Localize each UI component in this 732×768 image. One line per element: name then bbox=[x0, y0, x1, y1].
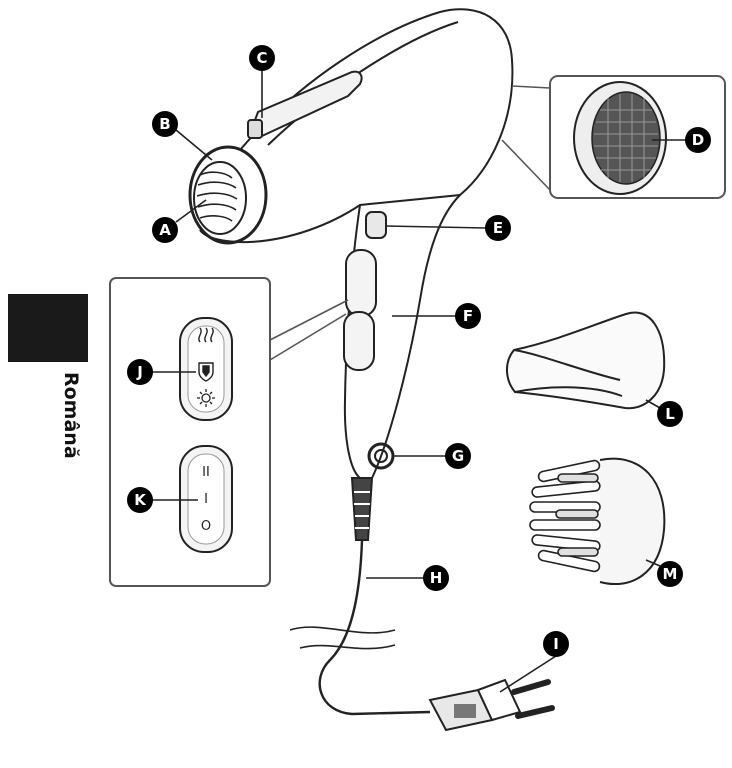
speed-low-symbol: I bbox=[204, 492, 208, 507]
hanging-loop-hole bbox=[374, 449, 388, 463]
svg-text:L: L bbox=[665, 405, 675, 423]
svg-text:A: A bbox=[159, 221, 171, 239]
callout-i: I bbox=[543, 631, 569, 657]
nozzle-body bbox=[506, 311, 666, 410]
front-ring bbox=[188, 145, 268, 245]
svg-text:B: B bbox=[159, 115, 170, 133]
filter-mesh bbox=[591, 91, 661, 185]
power-cord bbox=[318, 539, 431, 716]
callout-b: B bbox=[152, 111, 178, 137]
callout-e: E bbox=[485, 215, 511, 241]
svg-text:H: H bbox=[430, 569, 443, 587]
callout-h: H bbox=[423, 565, 449, 591]
plug-label bbox=[454, 704, 476, 718]
hair-dryer bbox=[188, 8, 555, 732]
diffuser bbox=[529, 457, 666, 586]
leader-a bbox=[175, 199, 207, 223]
dryer-head-outline bbox=[199, 8, 514, 244]
plug-pin-lower bbox=[515, 705, 555, 719]
svg-text:E: E bbox=[493, 219, 503, 237]
callout-f: F bbox=[455, 303, 481, 329]
svg-text:C: C bbox=[256, 49, 267, 67]
hanging-loop bbox=[367, 442, 395, 470]
leader-i bbox=[499, 655, 557, 693]
switch-detail-panel: II I O bbox=[109, 277, 349, 587]
leader-l bbox=[645, 399, 661, 409]
callout-d: D bbox=[685, 127, 711, 153]
handle-switch-upper bbox=[345, 249, 377, 317]
filter-detail-connector bbox=[501, 85, 551, 191]
language-tab-label: Română bbox=[60, 372, 82, 459]
svg-text:K: K bbox=[134, 491, 147, 509]
switch-panel-connector bbox=[269, 299, 349, 361]
dryer-head-inner-contour bbox=[267, 21, 459, 146]
callout-a: A bbox=[152, 217, 178, 243]
leader-e bbox=[385, 225, 487, 229]
speed-off-symbol: O bbox=[201, 519, 211, 534]
language-tab: Română bbox=[8, 294, 88, 459]
callout-l: L bbox=[657, 401, 683, 427]
top-slider bbox=[250, 70, 363, 138]
top-slider-tab bbox=[247, 119, 263, 139]
callout-g: G bbox=[445, 443, 471, 469]
svg-text:J: J bbox=[136, 363, 143, 381]
callout-m: M bbox=[657, 561, 683, 587]
handle-switch-lower bbox=[343, 311, 375, 371]
svg-text:G: G bbox=[452, 447, 464, 465]
plug-pin-upper bbox=[511, 679, 551, 695]
diffuser-back bbox=[599, 457, 666, 586]
cool-shot-icon bbox=[198, 362, 214, 382]
cord-strain-relief bbox=[350, 477, 374, 541]
svg-text:F: F bbox=[463, 307, 473, 325]
callout-c: C bbox=[249, 45, 275, 71]
nozzle-opening bbox=[513, 349, 623, 397]
leader-m bbox=[645, 559, 661, 567]
svg-text:M: M bbox=[663, 565, 678, 583]
speed-switch-inner bbox=[187, 453, 225, 545]
callout-k: K bbox=[127, 487, 153, 513]
leader-lines bbox=[152, 70, 686, 693]
svg-text:I: I bbox=[553, 635, 559, 653]
speed-high-symbol: II bbox=[202, 465, 210, 480]
power-cord-loop bbox=[289, 626, 396, 650]
callout-j: J bbox=[127, 359, 153, 385]
leader-b bbox=[175, 129, 213, 161]
svg-text:D: D bbox=[692, 131, 704, 149]
filter-detail-box bbox=[501, 75, 726, 199]
plug-body bbox=[476, 678, 522, 722]
filter-mesh-pattern bbox=[594, 94, 658, 182]
concentrator-nozzle bbox=[506, 311, 666, 410]
cool-shot-button bbox=[365, 211, 387, 239]
ion-sun-icon bbox=[197, 389, 215, 407]
heat-waves-icon bbox=[198, 327, 214, 343]
front-ring-inner bbox=[193, 161, 247, 235]
language-tab-block bbox=[8, 294, 88, 362]
diffuser-fingers bbox=[529, 459, 601, 573]
air-grille bbox=[196, 171, 238, 222]
